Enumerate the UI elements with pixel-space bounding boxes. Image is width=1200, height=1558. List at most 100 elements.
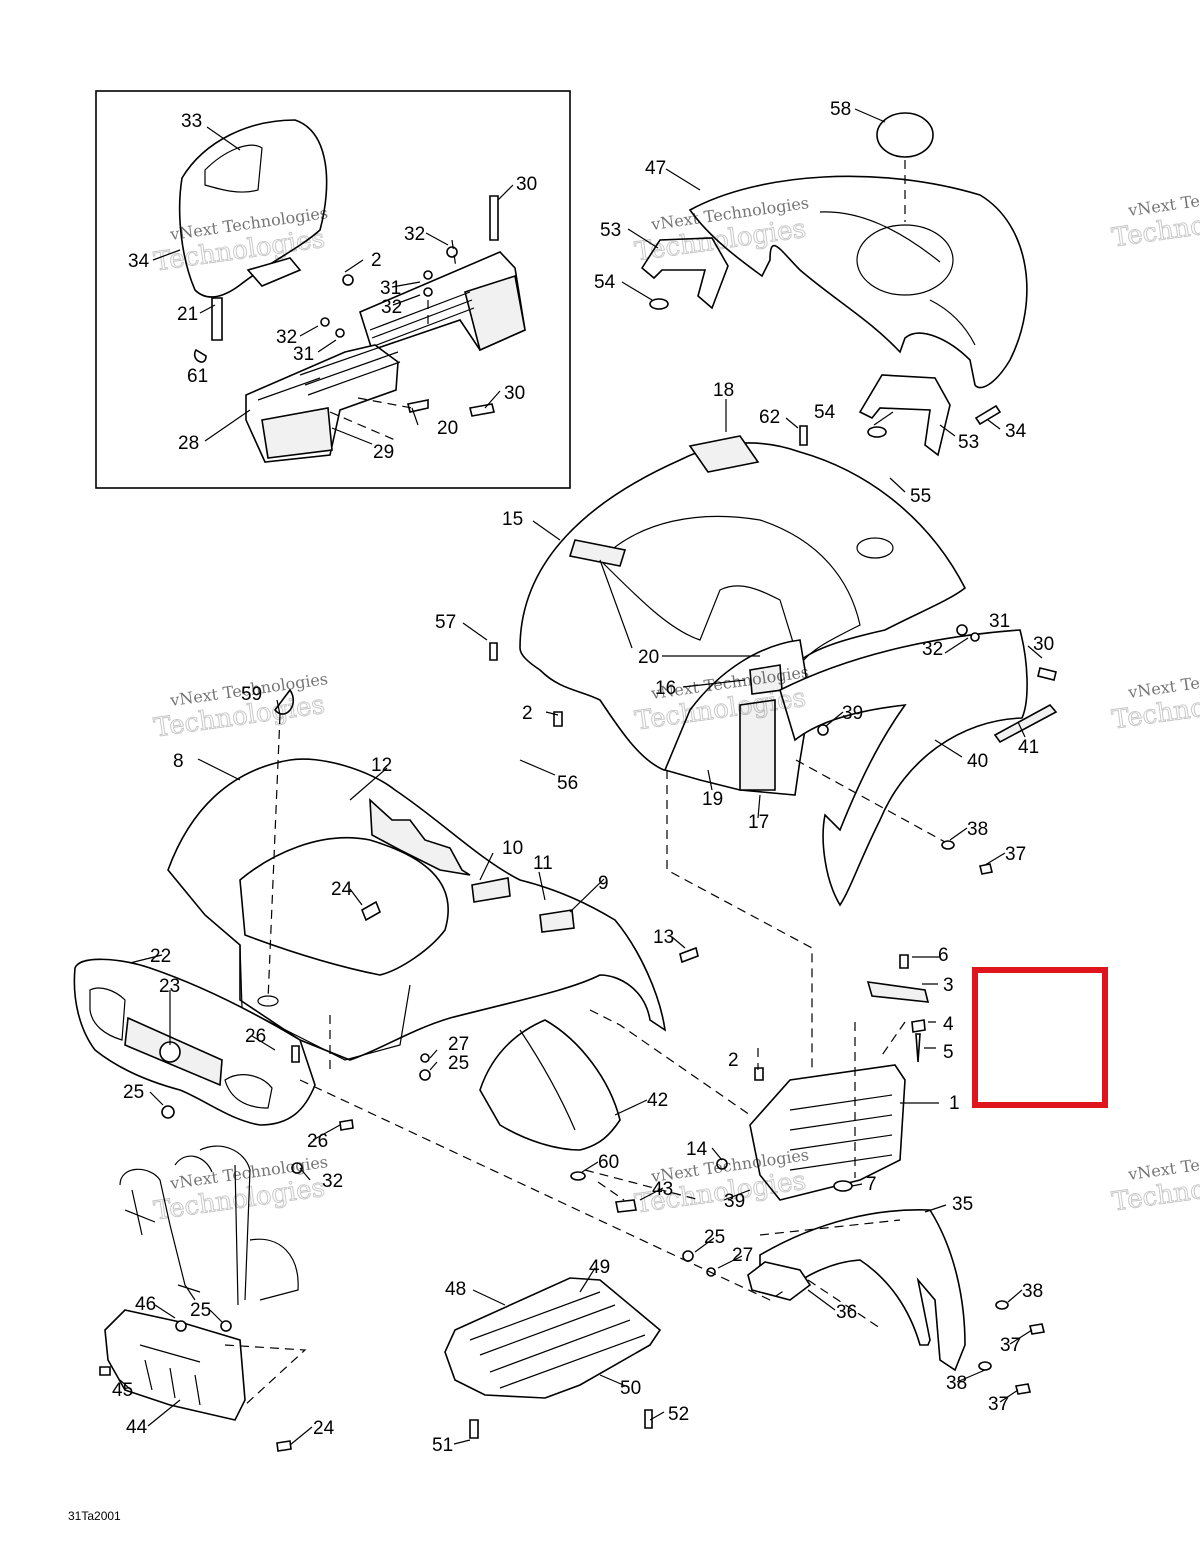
part-5-bolt: [915, 1033, 921, 1063]
inset-dash-lines: [329, 239, 457, 441]
label-25: 25: [123, 1082, 144, 1103]
label-38: 38: [967, 819, 988, 840]
label-10: 10: [502, 838, 523, 859]
main-fasteners: [99, 425, 1057, 1452]
inset-frame: [95, 90, 571, 489]
label-41: 41: [1018, 737, 1039, 758]
label-18: 18: [713, 380, 734, 401]
part-labels: 33 34 2 30 32 31 32 21 32 31 61 30 20 28…: [112, 99, 1054, 1456]
part-15-shape: [519, 442, 967, 771]
part-22-shape: [73, 958, 316, 1126]
part-8-box-body: [239, 944, 411, 1061]
label-23: 23: [159, 976, 180, 997]
label-52: 52: [668, 1404, 689, 1425]
label-58: 58: [830, 99, 851, 120]
label-25: 25: [190, 1300, 211, 1321]
part-33-bracket: [246, 257, 302, 287]
inset-fasteners: [193, 195, 499, 417]
part-58-cap: [876, 112, 934, 158]
part-40-shape: [779, 629, 1028, 907]
part-42-shape: [479, 1019, 621, 1151]
label-5: 5: [943, 1042, 954, 1063]
label-1: 1: [949, 1093, 960, 1114]
label-26: 26: [245, 1026, 266, 1047]
label-2: 2: [371, 250, 382, 271]
label-27: 27: [732, 1245, 753, 1266]
label-56: 56: [557, 773, 578, 794]
label-11: 11: [533, 853, 553, 874]
label-53: 53: [958, 432, 979, 453]
label-44: 44: [126, 1417, 148, 1438]
label-38: 38: [946, 1373, 967, 1394]
label-43: 43: [652, 1179, 673, 1200]
label-40: 40: [967, 751, 988, 772]
label-55: 55: [910, 486, 931, 507]
label-46: 46: [135, 1294, 156, 1315]
label-13: 13: [653, 927, 674, 948]
label-24: 24: [313, 1418, 335, 1439]
label-47: 47: [645, 158, 666, 179]
label-20: 20: [638, 647, 659, 668]
label-14: 14: [686, 1139, 708, 1160]
label-20: 20: [437, 418, 458, 439]
label-38: 38: [1022, 1281, 1043, 1302]
highlight-box: [972, 967, 1108, 1108]
label-54: 54: [594, 272, 616, 293]
label-24: 24: [331, 879, 353, 900]
label-32: 32: [381, 297, 402, 318]
part-15-logo: [688, 435, 760, 473]
part-10-decal: [471, 877, 511, 903]
label-2: 2: [728, 1050, 739, 1071]
label-35: 35: [952, 1194, 973, 1215]
part-1-treads: [789, 1094, 893, 1171]
label-12: 12: [371, 755, 392, 776]
label-17: 17: [748, 812, 769, 833]
label-39: 39: [724, 1191, 745, 1212]
label-28: 28: [178, 433, 199, 454]
label-37: 37: [1000, 1335, 1021, 1356]
part-8-storage-box: [239, 836, 449, 976]
label-25: 25: [704, 1227, 725, 1248]
part-15-seat-well: [599, 515, 861, 667]
label-54: 54: [814, 402, 836, 423]
label-9: 9: [598, 873, 609, 894]
label-26: 26: [307, 1131, 328, 1152]
label-30: 30: [1033, 634, 1054, 655]
part-44-slots: [139, 1344, 201, 1406]
part-36-shape: [747, 1261, 812, 1301]
label-49: 49: [589, 1257, 610, 1278]
part-17-decal: [739, 699, 776, 791]
part-15-decal-left: [568, 539, 627, 567]
part-41-decal: [993, 703, 1058, 744]
upper-grille-lamp: [464, 274, 526, 352]
label-19: 19: [702, 789, 723, 810]
label-31: 31: [293, 344, 314, 365]
label-39: 39: [842, 703, 863, 724]
label-30: 30: [516, 174, 537, 195]
part-12-cover: [369, 798, 471, 876]
label-31: 31: [989, 611, 1010, 632]
label-4: 4: [943, 1014, 954, 1035]
part-47-detail: [819, 211, 976, 346]
part-48-ribs: [469, 1291, 646, 1389]
part-3-bracket: [866, 981, 930, 1003]
part-53-right-shape: [858, 374, 951, 457]
label-6: 6: [938, 945, 949, 966]
part-33-detail: [204, 144, 263, 193]
label-34: 34: [128, 251, 150, 272]
label-50: 50: [620, 1378, 641, 1399]
label-16: 16: [655, 678, 676, 699]
upper-grille-slats: [369, 291, 475, 347]
label-51: 51: [432, 1435, 453, 1456]
label-32: 32: [322, 1171, 343, 1192]
label-53: 53: [600, 220, 621, 241]
label-32: 32: [922, 639, 943, 660]
label-60: 60: [598, 1152, 619, 1173]
label-7: 7: [866, 1174, 877, 1195]
part-15-hole: [856, 537, 894, 559]
label-61: 61: [187, 366, 208, 387]
label-15: 15: [502, 509, 523, 530]
label-27: 27: [448, 1034, 469, 1055]
part-8-drain-hole: [257, 995, 279, 1007]
